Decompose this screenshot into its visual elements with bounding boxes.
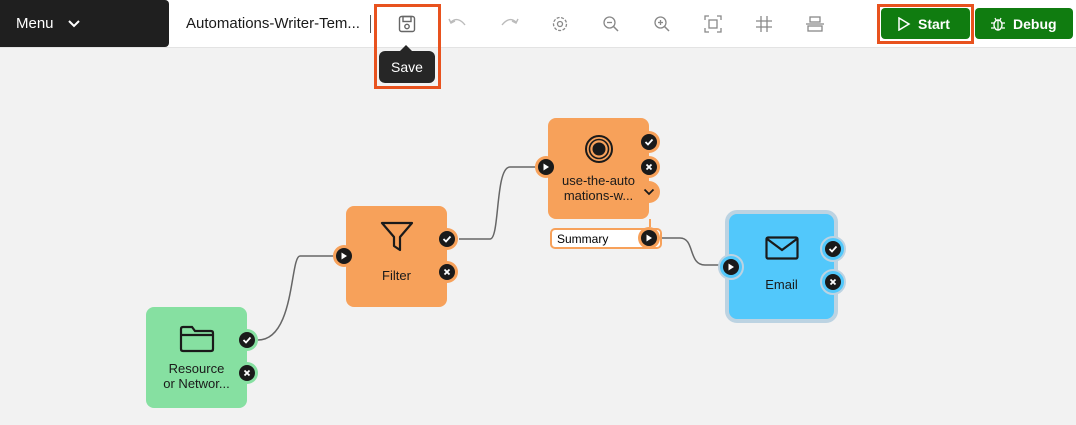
funnel-icon [380, 221, 413, 252]
redo-icon[interactable] [498, 13, 520, 35]
filter-node[interactable]: Filter [346, 206, 447, 307]
check-icon [828, 245, 838, 253]
resource-failure-port[interactable] [236, 362, 258, 384]
grid-icon[interactable] [753, 13, 775, 35]
workflow-canvas[interactable]: Resource or Networ... Filter use-the-aut… [0, 49, 1076, 425]
summary-output-tag[interactable]: Summary [550, 228, 662, 249]
align-icon[interactable] [804, 13, 826, 35]
automation-failure-port[interactable] [638, 156, 660, 178]
close-icon [829, 278, 837, 286]
close-icon [243, 369, 251, 377]
resource-label-line1: Resource [168, 361, 225, 376]
resource-node[interactable]: Resource or Networ... [146, 307, 247, 408]
zoom-out-icon[interactable] [600, 13, 622, 35]
check-icon [442, 235, 452, 243]
save-icon[interactable] [396, 13, 418, 35]
undo-icon[interactable] [447, 13, 469, 35]
automation-success-port[interactable] [638, 131, 660, 153]
debug-button[interactable]: Debug [975, 8, 1073, 39]
summary-label: Summary [557, 231, 609, 246]
title-divider [370, 15, 371, 33]
email-success-port[interactable] [820, 236, 846, 262]
filter-success-port[interactable] [436, 228, 458, 250]
close-icon [645, 163, 653, 171]
connector-resource-to-filter [257, 255, 334, 341]
automation-label-line1: use-the-auto [562, 173, 635, 188]
settings-icon[interactable] [549, 13, 571, 35]
start-highlight-box [877, 4, 974, 44]
play-icon [341, 252, 347, 260]
automation-expand-port[interactable] [638, 181, 660, 203]
connector-summary-to-email [660, 237, 720, 266]
start-button[interactable]: Start [881, 8, 970, 39]
start-label: Start [918, 15, 950, 32]
email-input-port[interactable] [718, 254, 744, 280]
check-icon [644, 138, 654, 146]
automation-node[interactable]: use-the-auto mations-w... [548, 118, 649, 219]
automation-input-port[interactable] [535, 156, 557, 178]
play-icon [728, 263, 734, 271]
zoom-in-icon[interactable] [651, 13, 673, 35]
mail-icon [764, 236, 799, 260]
menu-button[interactable]: Menu [0, 0, 169, 47]
close-icon [443, 268, 451, 276]
debug-label: Debug [1013, 15, 1057, 32]
check-icon [242, 336, 252, 344]
filter-label: Filter [382, 268, 411, 283]
target-icon [584, 135, 613, 163]
chevron-down-icon [643, 188, 655, 196]
filter-input-port[interactable] [333, 245, 355, 267]
menu-label: Menu [16, 15, 54, 32]
toolbar: Menu Automations-Writer-Tem... Start Deb… [0, 0, 1076, 48]
save-tooltip: Save [379, 45, 435, 83]
email-label: Email [765, 277, 798, 292]
bug-icon [991, 17, 1005, 31]
connectors [257, 166, 720, 341]
summary-output-port[interactable] [638, 227, 660, 249]
play-icon [543, 163, 549, 171]
filter-failure-port[interactable] [436, 261, 458, 283]
email-failure-port[interactable] [820, 269, 846, 295]
folder-icon [179, 325, 214, 353]
fit-to-screen-icon[interactable] [702, 13, 724, 35]
resource-label-line2: or Networ... [163, 376, 230, 391]
workflow-title[interactable]: Automations-Writer-Tem... [186, 15, 360, 32]
play-icon [898, 16, 911, 31]
chevron-down-icon [68, 20, 80, 28]
play-icon [646, 234, 652, 242]
automation-label-line2: mations-w... [563, 188, 634, 203]
resource-success-port[interactable] [236, 329, 258, 351]
save-highlight-box [374, 4, 441, 89]
connector-filter-to-automation [459, 166, 537, 240]
